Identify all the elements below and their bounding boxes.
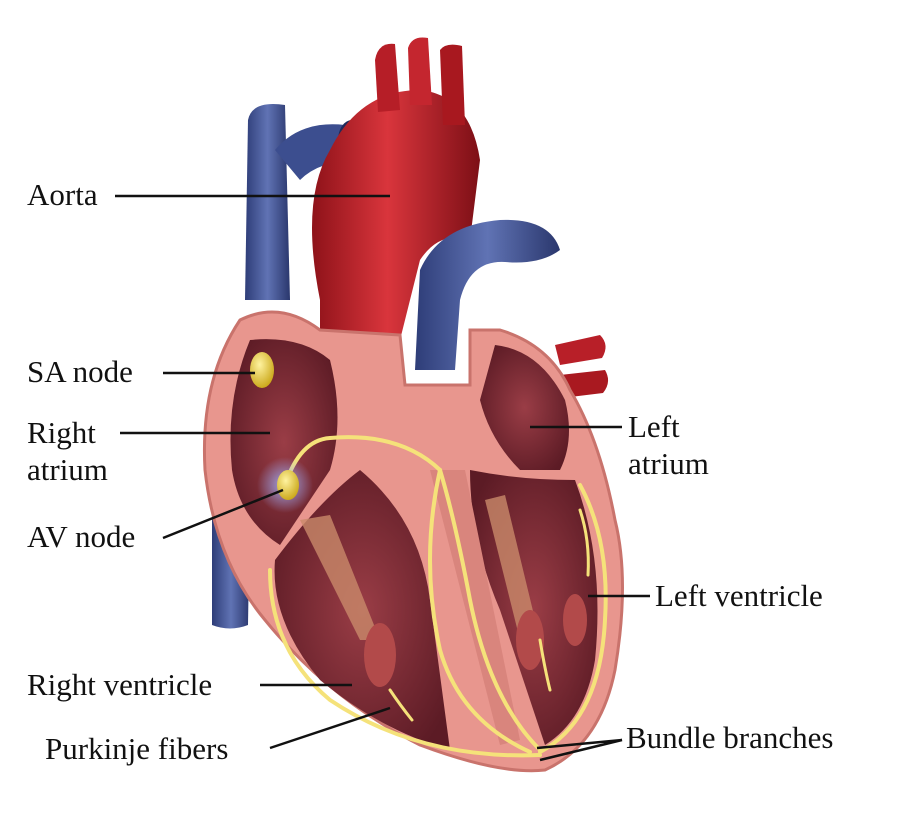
aorta-shape [312, 90, 480, 340]
aortic-branch-3 [440, 44, 465, 125]
label-right-atrium-line2: atrium [27, 452, 108, 487]
leader-bundle-branches [536, 738, 623, 762]
label-bundle-branches: Bundle branches [626, 720, 834, 755]
label-right-ventricle: Right ventricle [27, 667, 213, 702]
superior-vena-cava [245, 104, 290, 300]
label-purkinje-fibers: Purkinje fibers [45, 731, 229, 766]
aortic-branch-2 [408, 37, 432, 105]
purkinje-branch-1 [388, 688, 414, 722]
aortic-branch-1 [375, 43, 400, 112]
label-left-atrium-line1: Left [628, 409, 680, 444]
left-atrium-chamber [480, 345, 569, 470]
label-left-atrium-line2: atrium [628, 446, 709, 481]
pulmonary-artery [415, 219, 560, 370]
label-av-node: AV node [27, 519, 136, 554]
leader-av-node [162, 488, 284, 540]
label-sa-node: SA node [27, 354, 133, 389]
label-aorta: Aorta [27, 177, 98, 212]
label-right-atrium-line1: Right [27, 415, 96, 450]
pulmonary-vein-upper [555, 335, 606, 365]
purkinje-branch-3 [538, 638, 552, 692]
outer-purkinje-loop [268, 568, 542, 758]
leader-purkinje [269, 706, 391, 750]
internodal-path [283, 435, 442, 487]
leader-lines [115, 194, 650, 762]
label-left-ventricle: Left ventricle [655, 578, 823, 613]
av-node-shape [277, 470, 299, 500]
conduction-pathway [268, 435, 608, 758]
sa-node-shape [250, 352, 274, 388]
purkinje-branch-2 [578, 508, 590, 577]
left-bundle-branch [538, 483, 608, 754]
right-bundle-branch [428, 468, 532, 754]
bundle-of-his [438, 468, 542, 752]
interventricular-septum [430, 470, 520, 745]
